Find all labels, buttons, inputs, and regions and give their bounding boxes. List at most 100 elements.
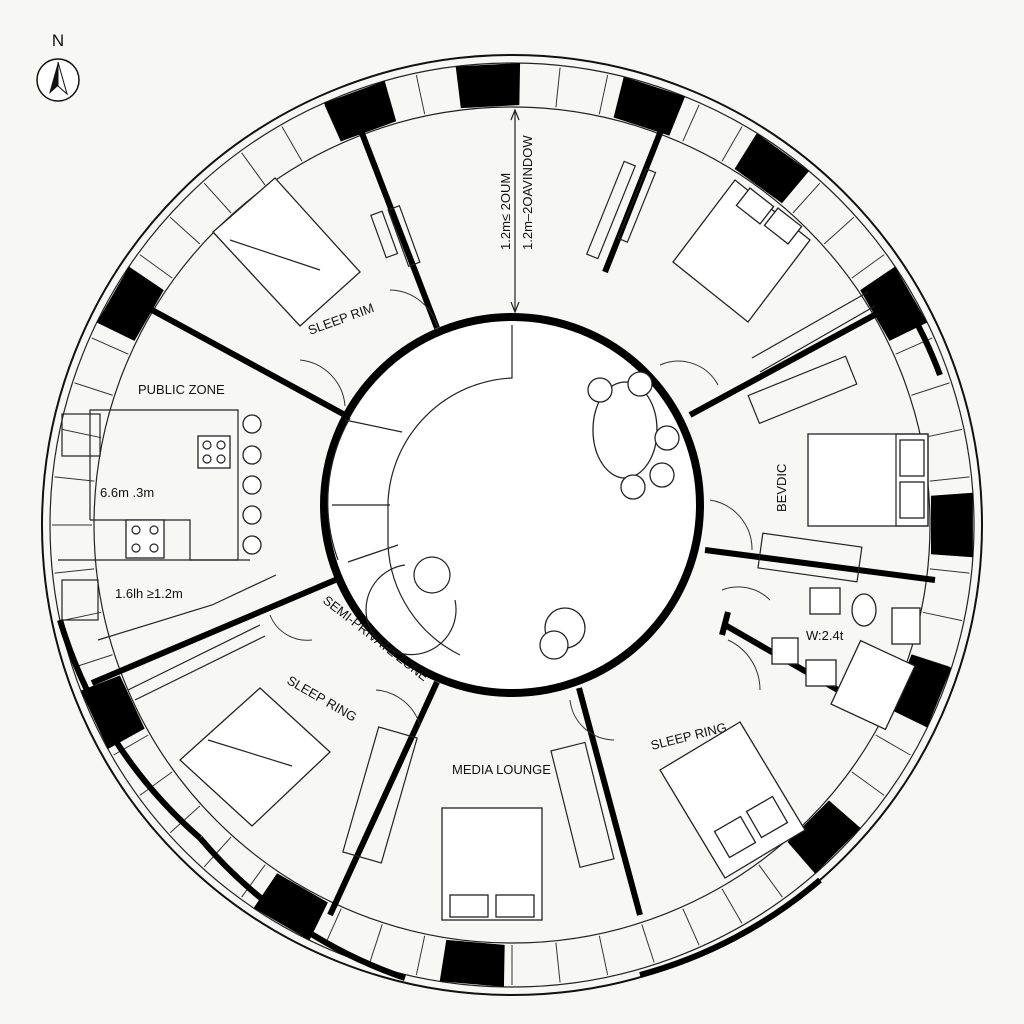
bedroom-northwest xyxy=(212,177,439,331)
outer-wall-inner-line xyxy=(49,62,975,988)
dimension-label-1: 1.2m≤ 2OUM xyxy=(498,173,513,250)
window-mullion xyxy=(203,836,232,868)
dimension-label-kitchen: 6.6m .3m xyxy=(100,485,154,500)
window-mullion xyxy=(721,126,743,162)
chair xyxy=(649,462,675,488)
window-mullion xyxy=(241,864,266,898)
window-mullion xyxy=(792,182,821,214)
chair xyxy=(587,377,613,403)
window-mullion xyxy=(922,611,963,622)
bed xyxy=(212,177,361,327)
bedroom-southwest xyxy=(127,614,421,827)
wardrobe xyxy=(550,741,615,869)
core-dining-set xyxy=(587,371,680,500)
sink-unit xyxy=(61,413,101,457)
compass-arrow-icon xyxy=(49,62,58,94)
cooktop xyxy=(197,435,231,469)
structural-column xyxy=(324,80,397,142)
glazing-band-inner-line xyxy=(93,106,931,944)
desk xyxy=(757,532,863,583)
bathroom xyxy=(721,586,921,731)
structural-column xyxy=(439,939,505,987)
door-swing xyxy=(659,360,719,386)
north-arrow: N xyxy=(36,31,80,102)
room-label-public-zone: PUBLIC ZONE xyxy=(138,382,225,397)
structural-column xyxy=(253,873,328,941)
window-mullion xyxy=(54,568,95,574)
bedroom-east xyxy=(709,355,929,583)
window-mullion xyxy=(555,67,561,108)
window-mullion xyxy=(682,104,700,142)
window-mullion xyxy=(555,942,561,983)
media-lounge-room xyxy=(342,726,543,921)
bedroom-northeast xyxy=(585,160,876,386)
structural-column xyxy=(860,266,928,341)
window-mullion xyxy=(415,74,426,115)
dimension-label-left: 1.6lh ≥1.2m xyxy=(115,586,183,601)
toilet xyxy=(851,593,877,627)
dimension-label-bath: W:2.4t xyxy=(806,628,844,643)
dimension-arrowheads xyxy=(510,108,520,314)
window-mullion xyxy=(922,428,963,439)
window-mullion xyxy=(929,476,970,482)
chair xyxy=(627,371,653,397)
window-mullion xyxy=(598,74,609,115)
window-mullion xyxy=(823,216,855,245)
window-mullion xyxy=(91,337,129,355)
outer-wall-outline xyxy=(41,54,983,996)
bedroom-southeast xyxy=(550,639,806,879)
wardrobe xyxy=(747,355,858,425)
ne-shelf-hatch xyxy=(751,291,876,373)
bed xyxy=(659,721,806,879)
window-mullion xyxy=(139,254,173,279)
bar-stools xyxy=(242,414,262,555)
window-mullion xyxy=(203,182,232,214)
sink xyxy=(809,587,841,615)
room-label-media-lounge: MEDIA LOUNGE xyxy=(452,762,551,777)
wardrobe xyxy=(370,210,399,259)
window-mullion xyxy=(641,924,655,963)
window-mullion xyxy=(169,805,201,834)
window-mullion xyxy=(598,935,609,976)
core-lounge-chairs xyxy=(365,556,586,660)
room-label-bedroom-east: BEVDIC xyxy=(774,464,789,512)
window-mullion xyxy=(324,908,342,946)
window-mullion xyxy=(61,611,102,622)
window-mullion xyxy=(911,382,950,396)
chair xyxy=(620,474,646,500)
window-mullion xyxy=(139,771,173,796)
window-mullion xyxy=(74,382,113,396)
door-swing xyxy=(375,689,421,726)
window-mullion xyxy=(74,654,113,668)
window-mullion xyxy=(875,734,911,756)
dimension-label-2: 1.2m–2OAVINDOW xyxy=(520,135,535,250)
stove xyxy=(125,519,165,559)
window-mullion xyxy=(851,771,885,796)
core-inner-ring xyxy=(327,417,351,561)
window-mullion xyxy=(415,935,426,976)
bathtub xyxy=(830,639,916,731)
door-swing xyxy=(709,499,753,551)
window-mullion xyxy=(281,126,303,162)
window-mullion xyxy=(929,568,970,574)
door-swing xyxy=(721,586,771,601)
structural-column xyxy=(930,492,973,558)
window-mullion xyxy=(169,216,201,245)
door-swing xyxy=(389,289,439,331)
structural-column xyxy=(613,76,686,136)
window-mullion xyxy=(851,254,885,279)
structural-column xyxy=(96,266,164,341)
window-mullion xyxy=(721,888,743,924)
window-mullion xyxy=(758,864,783,898)
window-mullion xyxy=(54,476,95,482)
core-curved-partition xyxy=(387,325,513,656)
structural-column xyxy=(80,675,145,749)
heavy-exterior-segments xyxy=(57,298,943,981)
wardrobe xyxy=(342,726,418,864)
wardrobe xyxy=(585,160,637,260)
door-swing xyxy=(299,359,346,407)
window-mullion xyxy=(61,428,102,439)
room-label-sleep-ring-left: SLEEP RING xyxy=(285,673,360,725)
chair xyxy=(654,425,680,451)
structural-columns xyxy=(80,63,973,987)
